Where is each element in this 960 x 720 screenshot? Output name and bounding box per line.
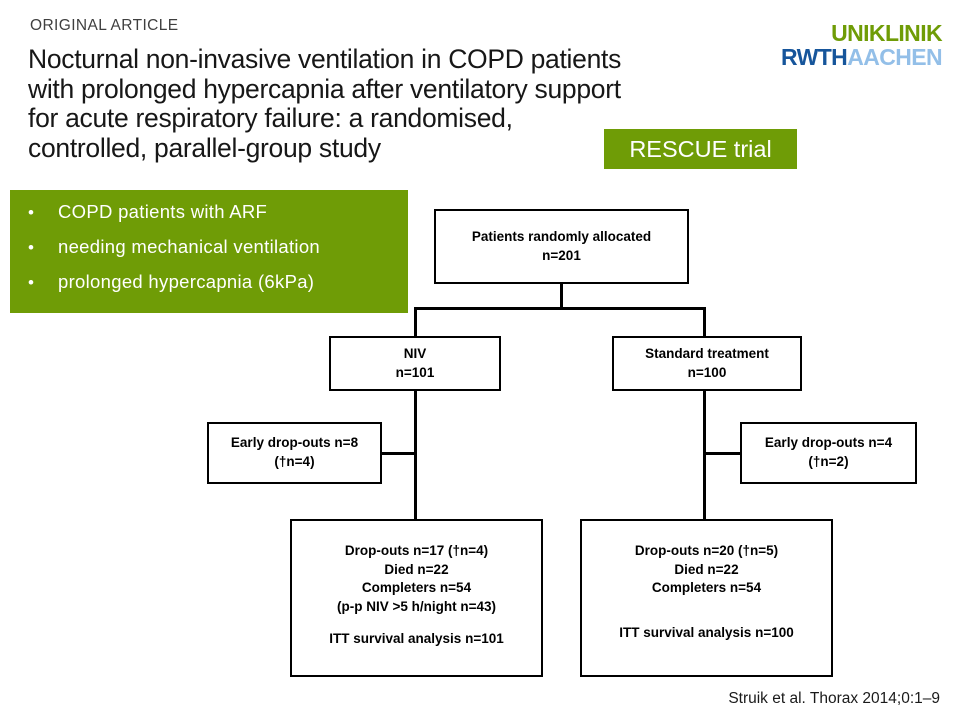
- uniklinik-rwth-aachen-logo: UNIKLINIK RWTHAACHEN: [781, 20, 943, 70]
- flow-node-standard-line-2: n=100: [687, 364, 727, 380]
- criteria-text-1: COPD patients with ARF: [58, 201, 268, 222]
- flow-node-early-dropouts-standard-line-2: (†n=2): [808, 454, 849, 469]
- flow-node-outcomes-standard-line-5: ITT survival analysis n=100: [619, 624, 794, 640]
- source-citation: Struik et al. Thorax 2014;0:1–9: [728, 690, 940, 707]
- connector-to-niv: [414, 307, 417, 338]
- flow-node-outcomes-niv-line-3: Completers n=54: [361, 580, 472, 596]
- title-line-1: Nocturnal non-invasive ventilation in CO…: [28, 44, 622, 74]
- logo-rwth-text: RWTH: [781, 44, 848, 70]
- flow-node-early-dropouts-standard: Early drop-outs n=4 (†n=2): [740, 422, 917, 484]
- flow-node-early-dropouts-niv-line-1: Early drop-outs n=8: [230, 435, 359, 451]
- list-item: • prolonged hypercapnia (6kPa): [10, 271, 408, 306]
- connector-randomised-stem: [560, 284, 563, 310]
- criteria-text-3: prolonged hypercapnia (6kPa): [58, 271, 315, 292]
- flow-node-outcomes-standard-line-2: Died n=22: [674, 561, 739, 577]
- flow-node-outcomes-standard-line-1: Drop-outs n=20 (†n=5): [634, 543, 779, 558]
- title-line-2: with prolonged hypercapnia after ventila…: [28, 73, 621, 104]
- logo-uniklinik-text: UNIKLINIK: [831, 20, 942, 46]
- connector-standard-to-early-dropouts: [703, 452, 742, 455]
- logo-aachen-text: AACHEN: [847, 44, 942, 70]
- list-item: • COPD patients with ARF: [10, 201, 408, 236]
- flow-node-niv-line-2: n=101: [395, 364, 435, 380]
- bullet-icon: •: [28, 203, 34, 222]
- flow-node-standard-treatment: Standard treatment n=100: [612, 336, 802, 391]
- flow-node-outcomes-niv-line-2: Died n=22: [384, 561, 449, 577]
- criteria-text-2: needing mechanical ventilation: [58, 236, 321, 257]
- flow-node-outcomes-niv: Drop-outs n=17 (†n=4) Died n=22 Complete…: [290, 519, 543, 677]
- flow-node-outcomes-niv-line-6: ITT survival analysis n=101: [329, 630, 504, 646]
- rescue-trial-badge: RESCUE trial: [604, 129, 797, 169]
- list-item: • needing mechanical ventilation: [10, 236, 408, 271]
- flow-node-outcomes-standard-line-3: Completers n=54: [651, 580, 762, 596]
- bullet-icon: •: [28, 273, 34, 292]
- flow-node-early-dropouts-niv-line-2: (†n=4): [274, 454, 315, 469]
- logo-rwth-aachen-text: RWTHAACHEN: [781, 44, 943, 70]
- flow-node-randomised-line-2: n=201: [542, 247, 581, 263]
- flow-node-outcomes-standard: Drop-outs n=20 (†n=5) Died n=22 Complete…: [580, 519, 833, 677]
- inclusion-criteria-panel: • COPD patients with ARF • needing mecha…: [10, 190, 408, 313]
- connector-niv-to-early-dropouts: [380, 452, 416, 455]
- flow-node-early-dropouts-standard-line-1: Early drop-outs n=4: [764, 435, 893, 451]
- connector-split-bar: [414, 307, 706, 310]
- flow-node-outcomes-niv-line-4: (p-p NIV >5 h/night n=43): [336, 598, 496, 614]
- bullet-icon: •: [28, 238, 34, 257]
- flow-node-niv: NIV n=101: [329, 336, 501, 391]
- flow-node-early-dropouts-niv: Early drop-outs n=8 (†n=4): [207, 422, 382, 484]
- article-kicker: ORIGINAL ARTICLE: [30, 17, 179, 34]
- flow-node-randomised-line-1: Patients randomly allocated: [471, 228, 652, 244]
- flow-node-randomised: Patients randomly allocated n=201: [434, 209, 689, 284]
- flow-node-outcomes-niv-line-1: Drop-outs n=17 (†n=4): [344, 543, 489, 558]
- connector-standard-stem: [703, 390, 706, 521]
- connector-niv-stem: [414, 390, 417, 521]
- connector-to-standard: [703, 307, 706, 338]
- flow-node-standard-line-1: Standard treatment: [645, 345, 769, 361]
- title-line-3: for acute respiratory failure: a randomi…: [28, 103, 513, 134]
- page-title: Nocturnal non-invasive ventilation in CO…: [28, 44, 648, 164]
- title-line-4: controlled, parallel-group study: [28, 133, 381, 164]
- flow-node-niv-line-1: NIV: [403, 345, 427, 361]
